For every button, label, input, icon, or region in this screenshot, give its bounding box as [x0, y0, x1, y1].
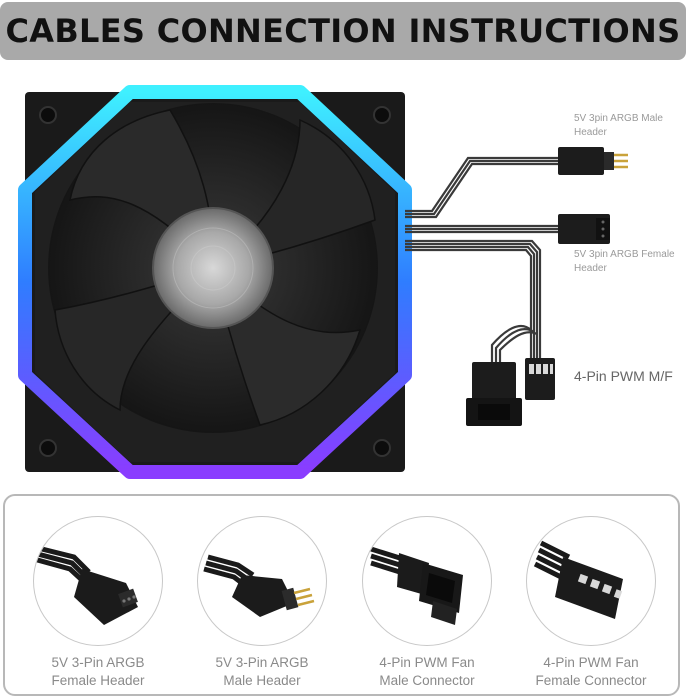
- screw-hole-icon: [39, 439, 57, 457]
- argb-female-label-line1: 5V 3pin ARGB Female: [574, 249, 675, 260]
- screw-hole-icon: [39, 106, 57, 124]
- connector-item-label-line1: 5V 3-Pin ARGB: [215, 655, 309, 670]
- argb-female-label: 5V 3pin ARGB Female Header: [574, 248, 675, 276]
- connector-item: 4-Pin PWM Fan Female Connector: [526, 516, 656, 692]
- connector-item-label: 5V 3-Pin ARGB Female Header: [13, 654, 183, 690]
- connector-item-label-line1: 5V 3-Pin ARGB: [51, 655, 145, 670]
- connector-item-label: 4-Pin PWM Fan Male Connector: [342, 654, 512, 690]
- pwm-label: 4-Pin PWM M/F: [574, 368, 673, 384]
- argb-male-label-line2: Header: [574, 127, 607, 138]
- pwm-connectors: [466, 358, 555, 426]
- screw-hole-icon: [373, 439, 391, 457]
- argb-male-label-line1: 5V 3pin ARGB Male: [574, 113, 663, 124]
- connector-item-label: 5V 3-Pin ARGB Male Header: [177, 654, 347, 690]
- connector-item-label-line1: 4-Pin PWM Fan: [379, 655, 475, 670]
- fan-hub: [152, 207, 274, 329]
- argb-female-header: [558, 214, 610, 244]
- connector-item-label-line2: Male Connector: [379, 673, 475, 688]
- connector-item-label-line1: 4-Pin PWM Fan: [543, 655, 639, 670]
- pwm-male-connector-icon: [362, 516, 492, 646]
- argb-female-connector-icon: [33, 516, 163, 646]
- page-title: CABLES CONNECTION INSTRUCTIONS: [5, 12, 681, 50]
- screw-hole-icon: [373, 106, 391, 124]
- connector-item: 5V 3-Pin ARGB Male Header: [197, 516, 327, 692]
- fan-diagram: [18, 85, 628, 479]
- fan-cables: [405, 156, 558, 362]
- connector-item-label: 4-Pin PWM Fan Female Connector: [506, 654, 676, 690]
- argb-male-connector-icon: [197, 516, 327, 646]
- title-bar: CABLES CONNECTION INSTRUCTIONS: [0, 2, 686, 60]
- connector-panel: 5V 3-Pin ARGB Female Header 5V 3-Pin ARG…: [3, 494, 680, 696]
- pwm-female-connector-icon: [526, 516, 656, 646]
- connector-item-label-line2: Male Header: [223, 673, 301, 688]
- connector-item-label-line2: Female Header: [51, 673, 145, 688]
- connector-item: 5V 3-Pin ARGB Female Header: [33, 516, 163, 692]
- connector-item: 4-Pin PWM Fan Male Connector: [362, 516, 492, 692]
- connector-item-label-line2: Female Connector: [535, 673, 647, 688]
- argb-male-header: [558, 147, 628, 175]
- argb-male-label: 5V 3pin ARGB Male Header: [574, 112, 663, 140]
- argb-female-label-line2: Header: [574, 263, 607, 274]
